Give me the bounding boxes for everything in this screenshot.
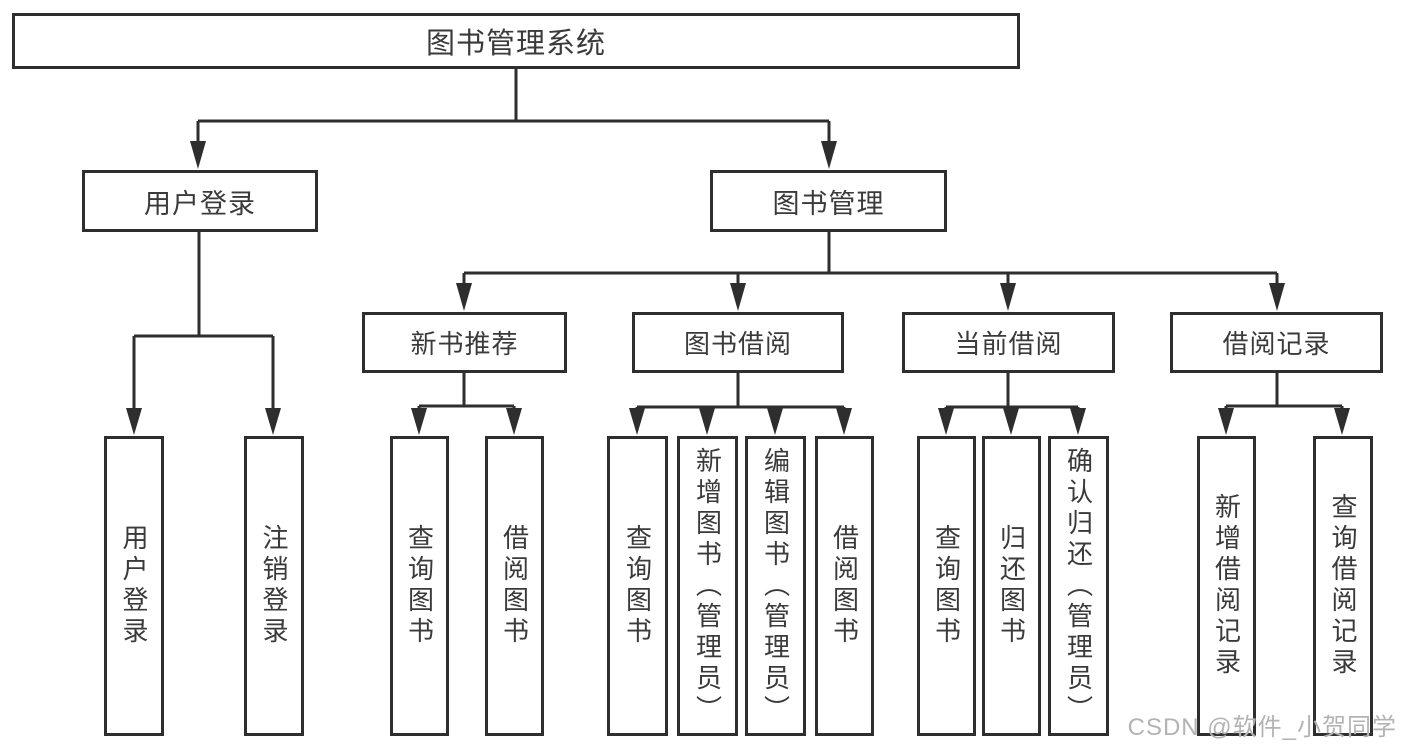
node-label: 用户登录 (144, 188, 256, 219)
node-borrowing-records: 借阅记录 (1170, 312, 1383, 373)
leaf-borrow-edit-books-admin: 编辑图书（管理员） (745, 436, 806, 736)
leaf-recommend-borrow-books: 借阅图书 (485, 436, 544, 736)
node-label: 归还图书 (996, 524, 1027, 648)
leaf-records-query-record: 查询借阅记录 (1313, 436, 1373, 736)
node-label: 编辑图书（管理员） (760, 446, 791, 726)
leaf-current-query-books: 查询图书 (917, 436, 976, 736)
node-label: 借阅图书 (829, 524, 860, 648)
node-label: 当前借阅 (954, 329, 1063, 359)
leaf-current-return-books: 归还图书 (982, 436, 1041, 736)
arrowhead-icons (126, 141, 1350, 435)
node-label: 查询图书 (931, 524, 962, 648)
node-book-management: 图书管理 (710, 170, 947, 232)
leaf-logout: 注销登录 (244, 436, 304, 736)
node-new-book-recommend: 新书推荐 (362, 312, 567, 373)
node-label: 借阅图书 (499, 524, 530, 648)
node-label: 新书推荐 (410, 329, 519, 359)
node-label: 图书管理 (772, 188, 885, 219)
node-book-borrowing: 图书借阅 (632, 312, 844, 373)
leaf-borrow-borrow-books: 借阅图书 (815, 436, 874, 736)
node-label: 新增图书（管理员） (692, 446, 723, 726)
node-label: 借阅记录 (1222, 329, 1331, 359)
node-label: 查询借阅记录 (1328, 493, 1358, 679)
node-label: 新增借阅记录 (1211, 493, 1242, 679)
leaf-borrow-add-books-admin: 新增图书（管理员） (677, 436, 738, 736)
node-label: 确认归还（管理员） (1063, 446, 1094, 726)
leaf-records-add-record: 新增借阅记录 (1197, 436, 1256, 736)
node-label: 查询图书 (404, 524, 435, 648)
node-user-login: 用户登录 (82, 170, 318, 232)
node-label: 查询图书 (622, 524, 653, 648)
leaf-borrow-query-books: 查询图书 (607, 436, 668, 736)
node-label: 用户登录 (119, 524, 149, 648)
leaf-recommend-query-books: 查询图书 (390, 436, 449, 736)
node-current-borrowing: 当前借阅 (902, 312, 1115, 373)
node-root-system: 图书管理系统 (12, 13, 1020, 69)
leaf-current-confirm-return-admin: 确认归还（管理员） (1048, 436, 1109, 736)
node-label: 图书借阅 (683, 329, 792, 359)
node-label: 注销登录 (259, 524, 289, 648)
node-label: 图书管理系统 (425, 28, 606, 60)
leaf-user-login: 用户登录 (104, 436, 164, 736)
